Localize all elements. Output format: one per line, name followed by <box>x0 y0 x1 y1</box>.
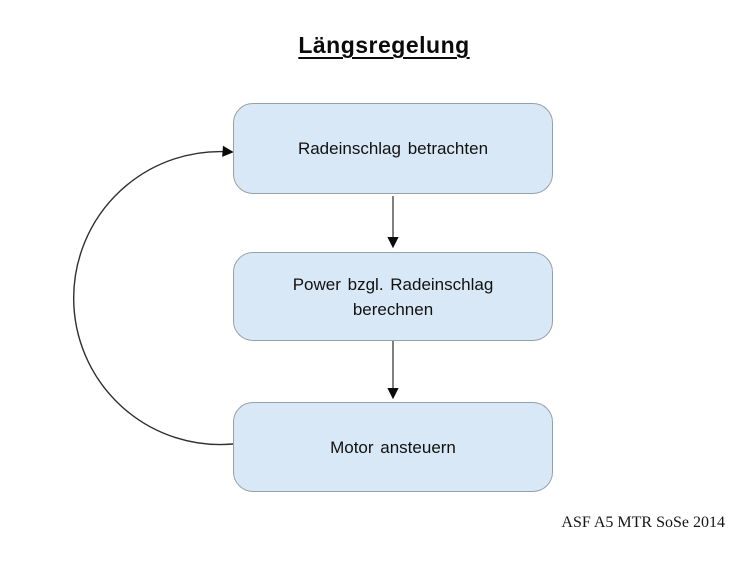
flow-node-label: Motor ansteuern <box>330 437 456 457</box>
flow-node-label: Radeinschlag betrachten <box>297 139 489 158</box>
flow-node-power-berechnen: Power bzgl. Radeinschlag berechnen <box>233 252 553 341</box>
flow-node-label: Power bzgl. Radeinschlag berechnen <box>292 274 494 319</box>
footer-credit: ASF A5 MTR SoSe 2014 <box>561 514 725 531</box>
page-title: Längsregelung <box>298 32 470 58</box>
feedback-arc-arrow-icon <box>73 145 234 446</box>
flow-node-motor-ansteuern: Motor ansteuern <box>233 402 553 492</box>
flow-node-radeinschlag-betrachten: Radeinschlag betrachten <box>233 103 553 194</box>
